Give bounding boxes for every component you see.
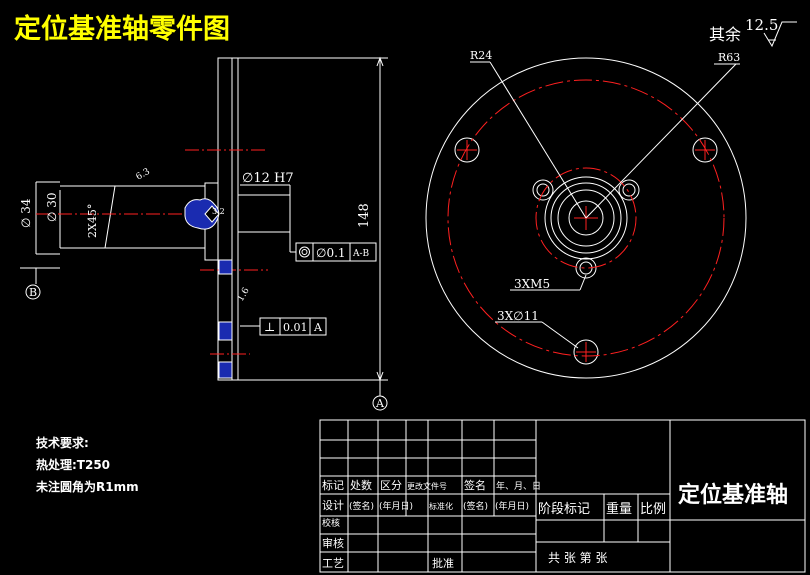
svg-text:处数: 处数 — [350, 479, 372, 492]
holes-label: 3X∅11 — [497, 309, 539, 323]
svg-text:重量: 重量 — [606, 501, 632, 517]
svg-text:(年月日): (年月日) — [495, 500, 529, 512]
svg-text:标记: 标记 — [322, 478, 344, 492]
center-marks — [204, 205, 220, 223]
svg-text:共 张 第 张: 共 张 第 张 — [548, 551, 607, 565]
drawing-title: 定位基准轴零件图 — [14, 13, 230, 45]
notes-heading: 技术要求: — [36, 435, 89, 450]
svg-text:区分: 区分 — [380, 479, 402, 492]
hub-outer — [544, 176, 628, 260]
r63-label: R63 — [718, 51, 740, 64]
svg-text:(签名): (签名) — [463, 500, 488, 512]
roughness-value: 12.5 — [745, 16, 778, 34]
svg-text:标准化: 标准化 — [429, 501, 453, 511]
fcf-perpendicularity: ⊥ 0.01 A — [240, 317, 327, 336]
svg-text:A: A — [375, 397, 385, 410]
m5-label: 3XM5 — [514, 277, 550, 291]
notes-line-2: 未注圆角为R1mm — [35, 479, 139, 494]
title-block-text: 标记 处数 区分 更改文件号 签名 年、月、日 设计 (签名) (年月日) 标准… — [322, 478, 788, 570]
r24-label: R24 — [470, 49, 492, 62]
rough-a: 6.3 — [135, 167, 153, 183]
svg-text:批准: 批准 — [432, 556, 454, 570]
svg-text:A-B: A-B — [352, 249, 370, 259]
roughness-symbol — [763, 21, 797, 48]
svg-text:审核: 审核 — [322, 536, 344, 550]
svg-text:签名: 签名 — [464, 478, 486, 492]
svg-text:0.01: 0.01 — [283, 321, 308, 334]
svg-text:∅0.1: ∅0.1 — [316, 246, 346, 260]
svg-text:工艺: 工艺 — [322, 557, 344, 570]
cone — [104, 185, 205, 249]
outer-disk — [425, 57, 747, 379]
part-name: 定位基准轴 — [678, 482, 788, 508]
front-view — [20, 56, 388, 396]
svg-text:(年月日): (年月日) — [379, 500, 413, 512]
section-hatch — [184, 198, 233, 379]
notes-line-1: 热处理:T250 — [36, 457, 110, 472]
svg-text:阶段标记: 阶段标记 — [538, 502, 590, 517]
svg-text:更改文件号: 更改文件号 — [407, 481, 447, 491]
svg-text:年、月、日: 年、月、日 — [496, 480, 541, 492]
inner-dia-dim: ∅ 30 — [45, 192, 59, 222]
svg-text:⊥: ⊥ — [264, 320, 275, 334]
chamfer-dim: 2X45° — [86, 204, 99, 238]
bore-dim: ∅12 H7 — [242, 171, 294, 186]
svg-text:B: B — [29, 286, 37, 299]
length-dim: 148 — [357, 203, 372, 228]
rough-b: 3.2 — [212, 207, 225, 216]
datum-b: B — [25, 284, 41, 300]
fcf-concentricity: ∅0.1 A-B — [295, 242, 377, 262]
svg-text:A: A — [313, 321, 323, 334]
svg-text:(签名): (签名) — [349, 500, 374, 512]
svg-text:设计: 设计 — [322, 499, 344, 512]
side-center-lines — [457, 140, 715, 362]
title-block — [319, 419, 806, 573]
outer-dia-dim: ∅ 34 — [19, 198, 33, 228]
roughness-prefix: 其余 — [709, 25, 741, 44]
svg-text:比例: 比例 — [640, 502, 666, 517]
center-lines — [36, 149, 268, 355]
datum-a: A — [372, 395, 388, 411]
svg-text:校核: 校核 — [322, 517, 340, 529]
side-leaders — [470, 61, 740, 349]
